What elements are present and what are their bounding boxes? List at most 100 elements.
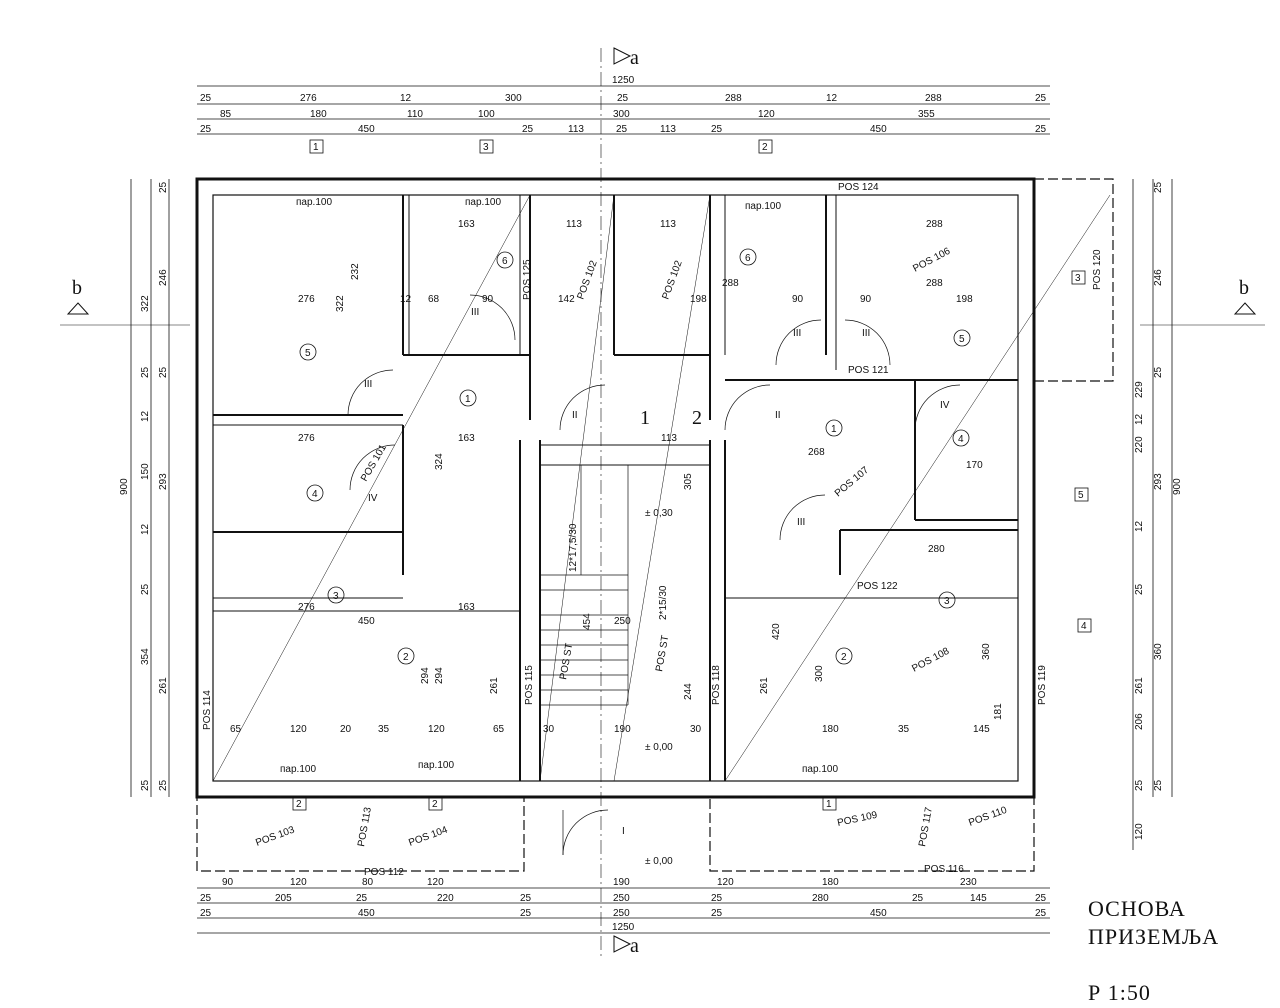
dim: 450 bbox=[870, 124, 887, 135]
dim: 25 bbox=[617, 93, 629, 104]
dim: 294 bbox=[420, 667, 431, 684]
dim: 163 bbox=[458, 433, 475, 444]
level-mark-1: ± 0,30 bbox=[645, 508, 673, 519]
label-pos: POS 119 bbox=[1037, 665, 1048, 705]
label-pos: POS 121 bbox=[848, 365, 889, 376]
label-pos: POS 118 bbox=[711, 665, 722, 705]
room-2-right: 2 bbox=[841, 652, 847, 663]
dim: 12 bbox=[400, 294, 412, 305]
door-tag: III bbox=[364, 379, 372, 390]
label-pos: POS 114 bbox=[202, 690, 213, 730]
dim: 12 bbox=[1134, 520, 1145, 532]
section-mark-a-bottom: a bbox=[630, 935, 639, 957]
dim: 25 bbox=[1153, 181, 1164, 193]
dim: 250 bbox=[614, 616, 631, 627]
dim: 360 bbox=[1153, 643, 1164, 660]
label-pos: POS 107 bbox=[833, 465, 871, 500]
label-pos: POS 115 bbox=[524, 665, 535, 705]
door-tag: III bbox=[797, 517, 805, 528]
dim: 355 bbox=[918, 109, 935, 120]
room-dimensions: 276 12 68 90 142 198 288 90 90 198 163 1… bbox=[230, 219, 1004, 735]
dim: 12 bbox=[140, 410, 151, 422]
dim: 288 bbox=[926, 278, 943, 289]
label-pos: POS 110 bbox=[967, 805, 1009, 829]
label-pos: POS 108 bbox=[910, 646, 951, 675]
dim: 276 bbox=[298, 433, 315, 444]
room-6-right: 6 bbox=[745, 253, 751, 264]
dim: 113 bbox=[660, 219, 676, 230]
dim: 420 bbox=[771, 623, 782, 640]
dim-left: 900 322 25 12 150 12 25 354 25 25 246 25… bbox=[119, 181, 169, 791]
dim: 276 bbox=[298, 294, 315, 305]
label-pos: POS 125 bbox=[522, 259, 533, 300]
dim: 25 bbox=[140, 366, 151, 378]
drawing-title-line2: ПРИЗЕМЉА bbox=[1088, 924, 1219, 949]
label-pos: POS 117 bbox=[917, 806, 935, 848]
dim: 25 bbox=[140, 779, 151, 791]
label-pos: POS 103 bbox=[254, 824, 296, 848]
room-5-left: 5 bbox=[305, 348, 311, 359]
dim: 30 bbox=[690, 724, 702, 735]
dim: 25 bbox=[616, 124, 628, 135]
label-pos: POS ST bbox=[654, 634, 671, 672]
dim: 12 bbox=[400, 93, 412, 104]
label-par: пар.100 bbox=[418, 760, 454, 771]
dim: 80 bbox=[362, 877, 374, 888]
dim: 190 bbox=[614, 724, 631, 735]
dim: 25 bbox=[711, 908, 723, 919]
dim: 454 bbox=[582, 613, 593, 630]
dim: 300 bbox=[814, 665, 825, 682]
dim: 900 bbox=[119, 478, 130, 495]
dim: 25 bbox=[200, 93, 212, 104]
dim: 25 bbox=[158, 779, 169, 791]
dim: 246 bbox=[158, 269, 169, 286]
section-mark-a-top: a bbox=[630, 47, 639, 69]
dim: 293 bbox=[1153, 473, 1164, 490]
window-tag-2c: 2 bbox=[432, 799, 438, 810]
dim: 113 bbox=[566, 219, 582, 230]
label-pos: POS 124 bbox=[838, 182, 879, 193]
dim: 163 bbox=[458, 219, 475, 230]
dim: 120 bbox=[290, 724, 307, 735]
label-par: пар.100 bbox=[280, 764, 316, 775]
dim: 25 bbox=[1134, 779, 1145, 791]
dim: 110 bbox=[407, 109, 423, 120]
dim: 268 bbox=[808, 447, 825, 458]
window-tag-2: 2 bbox=[762, 142, 768, 153]
dim: 354 bbox=[140, 648, 151, 665]
dim: 276 bbox=[298, 602, 315, 613]
dim: 25 bbox=[520, 893, 532, 904]
dim: 65 bbox=[493, 724, 505, 735]
dim: 90 bbox=[792, 294, 804, 305]
stair-flight-1: 1 bbox=[640, 407, 650, 429]
room-5-right: 5 bbox=[959, 334, 965, 345]
dim: 25 bbox=[200, 124, 212, 135]
dim: 180 bbox=[310, 109, 327, 120]
label-stair: 12*17,5/30 bbox=[568, 523, 579, 572]
dim: 261 bbox=[759, 677, 770, 694]
door-tag: III bbox=[471, 307, 479, 318]
dim: 120 bbox=[758, 109, 775, 120]
dim: 450 bbox=[358, 908, 375, 919]
dim: 12 bbox=[826, 93, 838, 104]
window-tag-4: 4 bbox=[1081, 621, 1087, 632]
label-pos: POS 104 bbox=[407, 824, 449, 848]
dim: 25 bbox=[1035, 908, 1047, 919]
door-tag: II bbox=[775, 410, 781, 421]
label-pos: POS 113 bbox=[356, 806, 374, 848]
door-tag: III bbox=[793, 328, 801, 339]
label-stair: 2*15/30 bbox=[658, 585, 669, 620]
window-tag-3: 3 bbox=[483, 142, 489, 153]
dim: 12 bbox=[1134, 413, 1145, 425]
dim: 300 bbox=[613, 109, 630, 120]
door-tag: IV bbox=[368, 493, 378, 504]
drawing-scale: Р 1:50 bbox=[1088, 980, 1151, 1005]
label-par: пар.100 bbox=[465, 197, 501, 208]
stair-flight-2: 2 bbox=[692, 407, 702, 429]
dim: 261 bbox=[158, 677, 169, 694]
label-pos: POS 120 bbox=[1092, 249, 1103, 290]
dim: 246 bbox=[1153, 269, 1164, 286]
dim: 120 bbox=[1134, 823, 1145, 840]
dim: 150 bbox=[140, 463, 151, 480]
dim-top-row1: 25 276 12 300 25 288 12 288 25 bbox=[200, 93, 1047, 104]
